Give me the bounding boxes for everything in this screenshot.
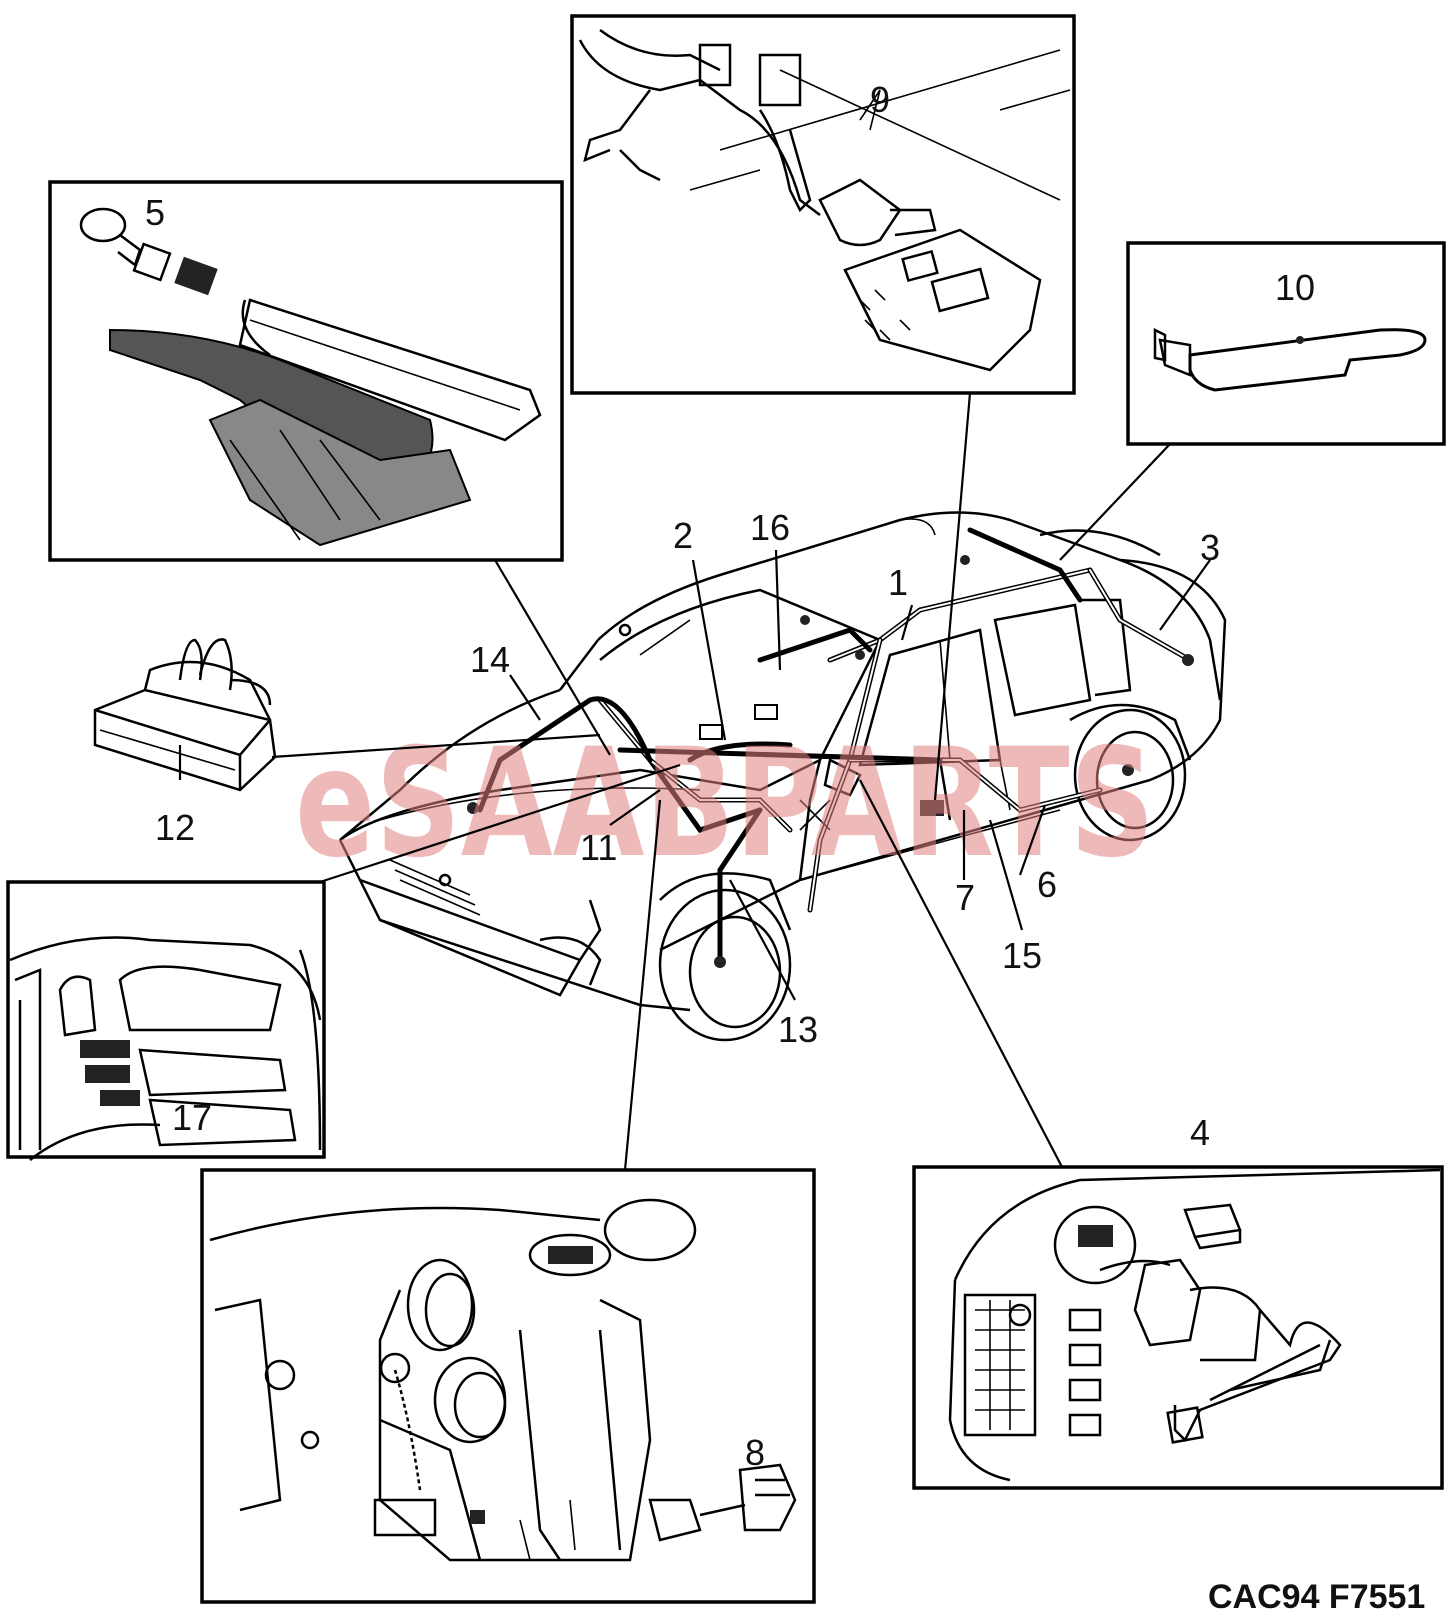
callout-2: 2: [673, 515, 693, 556]
callout-6: 6: [1037, 864, 1057, 905]
detail-panel-4: [912, 1165, 1444, 1490]
car-body: [338, 511, 1227, 1042]
callout-3: 3: [1200, 527, 1220, 568]
diagram-code: CAC94 F7551: [1208, 1578, 1425, 1616]
callout-8: 8: [745, 1432, 765, 1473]
callout-10: 10: [1275, 267, 1315, 308]
detail-panel-9: [570, 14, 1076, 395]
callout-17: 17: [172, 1097, 212, 1138]
callout-16: 16: [750, 507, 790, 548]
watermark: eSAABPARTS: [295, 717, 1155, 891]
callout-labels: 1 2 3 4 5 6 7 8 9 10 11 12 13 14 15 16 1…: [145, 79, 1315, 1473]
callout-5: 5: [145, 192, 165, 233]
callout-11: 11: [580, 827, 617, 868]
callout-12: 12: [155, 807, 195, 848]
detail-part-12: [93, 638, 277, 792]
callout-7: 7: [955, 877, 975, 918]
callout-15: 15: [1002, 935, 1042, 976]
car-wiring-harness: [467, 518, 1194, 968]
callout-4: 4: [1190, 1112, 1210, 1153]
callout-1: 1: [888, 562, 908, 603]
detail-panel-17: [6, 880, 326, 1161]
detail-panel-8: [200, 1168, 816, 1604]
detail-panel-5: [48, 180, 564, 562]
detail-panel-10: [1126, 241, 1446, 446]
callout-9: 9: [870, 79, 890, 120]
leader-lines: [178, 392, 1211, 1171]
callout-13: 13: [778, 1009, 818, 1050]
callout-14: 14: [470, 639, 510, 680]
